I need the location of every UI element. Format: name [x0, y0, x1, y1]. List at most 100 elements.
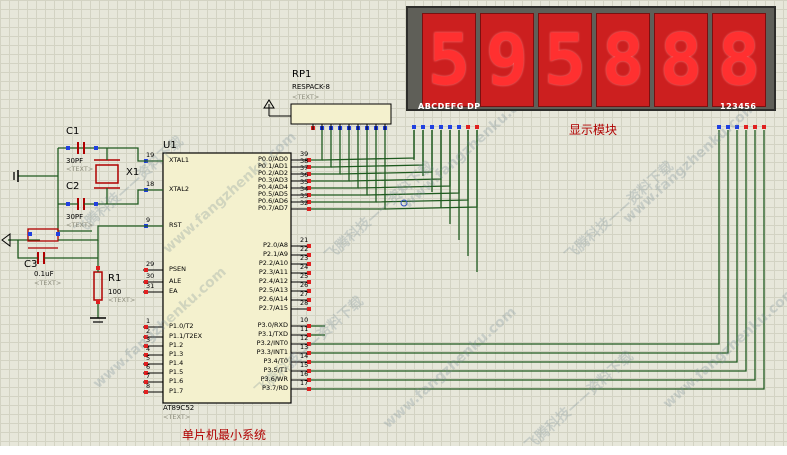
pin-marker	[144, 390, 148, 394]
xtal2-wire	[84, 189, 163, 205]
pin-number: 18	[146, 180, 155, 188]
pin-number: 1	[146, 317, 151, 325]
pin-marker	[307, 207, 311, 211]
pin-marker	[66, 146, 70, 150]
pin-number: 16	[300, 370, 309, 378]
pin-name: P1.1/T2EX	[169, 332, 203, 340]
pin-name: XTAL2	[169, 185, 190, 193]
pin-number: 4	[146, 345, 151, 353]
u1-part: AT89C52	[163, 404, 195, 412]
pin-marker	[421, 125, 425, 129]
reset-button-icon	[27, 228, 59, 242]
digit-select-wire	[311, 130, 756, 381]
seven-segment-display[interactable]: 5 9 5 8 8 8 ABCDEFG DP 123456	[406, 6, 776, 111]
pin-marker	[307, 351, 311, 355]
pin-marker	[94, 146, 98, 150]
pin-marker	[144, 344, 148, 348]
digit-1: 5	[422, 13, 476, 107]
rp1-text: <TEXT>	[292, 93, 320, 101]
pin-marker	[307, 200, 311, 204]
digit-select-wire	[311, 130, 720, 345]
display-module-title: 显示模块	[569, 123, 618, 137]
pin-name: P3.5/T1	[263, 366, 288, 374]
pin-number: 24	[300, 263, 309, 271]
pin-marker	[307, 387, 311, 391]
digit-select-wire	[311, 130, 747, 372]
u1-text: <TEXT>	[163, 413, 191, 421]
pin-number: 36	[300, 171, 309, 179]
pin-marker	[457, 125, 461, 129]
pin-number: 15	[300, 361, 309, 369]
pin-marker	[475, 125, 479, 129]
pin-marker	[307, 360, 311, 364]
digit-value: 8	[659, 19, 703, 101]
c2-ref: C2	[66, 181, 80, 192]
c3-ref: C3	[24, 259, 38, 270]
c2-text: <TEXT>	[66, 221, 94, 229]
pin-number: 32	[300, 199, 309, 207]
pin-name: P0.0/AD0	[257, 155, 288, 163]
pin-marker	[762, 125, 766, 129]
pin-name: P2.2/A10	[258, 259, 288, 267]
u1-ref: U1	[163, 140, 177, 151]
pin-number: 6	[146, 363, 151, 371]
rp1-ref: RP1	[292, 69, 312, 80]
pin-name: P0.1/AD1	[257, 162, 288, 170]
pin-number: 12	[300, 334, 309, 342]
digit-value: 8	[601, 19, 645, 101]
digit-select-wire	[311, 130, 729, 354]
pin-number: 5	[146, 354, 151, 362]
digit-5: 8	[654, 13, 708, 107]
p0-pullup-wire	[311, 130, 323, 161]
pin-name: P3.2/INT0	[256, 339, 288, 347]
pin-name: P2.0/A8	[262, 241, 288, 249]
pin-marker	[717, 125, 721, 129]
pin-number: 39	[300, 150, 309, 158]
pin-name: P3.7/RD	[262, 384, 288, 392]
pin-marker	[307, 172, 311, 176]
pin-name: P1.5	[169, 368, 184, 376]
pin-number: 38	[300, 157, 309, 165]
pin-name: P0.3/AD3	[257, 176, 288, 184]
pin-number: 34	[300, 185, 309, 193]
pin-marker	[307, 280, 311, 284]
pin-marker	[144, 362, 148, 366]
pin-name: EA	[169, 287, 178, 295]
pin-name: PSEN	[169, 265, 187, 273]
system-title: 单片机最小系统	[182, 428, 267, 442]
pin-name: XTAL1	[169, 156, 190, 164]
pin-name: RST	[169, 221, 182, 229]
pin-marker	[28, 232, 32, 236]
pin-number: 14	[300, 352, 309, 360]
pin-number: 28	[300, 299, 309, 307]
r1-text: <TEXT>	[108, 296, 136, 304]
pin-number: 23	[300, 254, 309, 262]
pin-marker	[307, 271, 311, 275]
digit-value: 9	[485, 19, 529, 101]
pin-marker	[307, 378, 311, 382]
pin-marker	[307, 165, 311, 169]
pin-name: P0.7/AD7	[257, 204, 288, 212]
pin-marker	[144, 268, 148, 272]
pin-name: ALE	[169, 277, 182, 285]
pin-number: 31	[146, 282, 155, 290]
pin-marker	[307, 193, 311, 197]
pin-marker	[144, 380, 148, 384]
pin-marker	[307, 342, 311, 346]
pin-marker	[144, 335, 148, 339]
pin-marker	[307, 253, 311, 257]
p0-segment-wire	[321, 130, 415, 161]
pin-number: 26	[300, 281, 309, 289]
digit-value: 8	[717, 19, 761, 101]
c3-value: 0.1uF	[34, 270, 54, 278]
pin-marker	[144, 325, 148, 329]
pin-number: 22	[300, 245, 309, 253]
c1-value: 30PF	[66, 157, 84, 165]
digit-value: 5	[543, 19, 587, 101]
pin-number: 13	[300, 343, 309, 351]
segment-pin-label: ABCDEFG DP	[418, 102, 481, 111]
pin-marker	[96, 300, 100, 304]
pin-name: P3.6/WR	[260, 375, 288, 383]
pin-marker	[144, 290, 148, 294]
pin-marker	[307, 186, 311, 190]
